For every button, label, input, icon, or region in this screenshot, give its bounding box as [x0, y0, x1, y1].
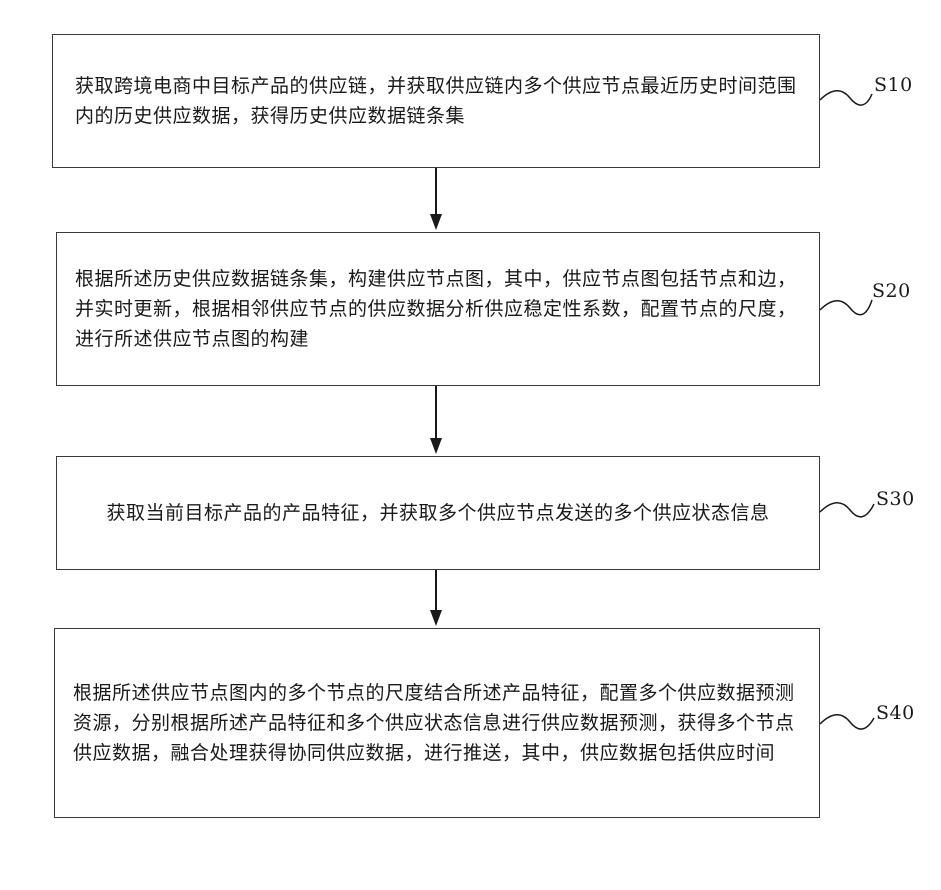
- arrow-s30-to-s40: [430, 570, 442, 626]
- leader-line-s20: [820, 300, 872, 315]
- step-label-s40: S40: [876, 702, 915, 724]
- leader-line-s30: [820, 503, 874, 517]
- step-label-s10: S10: [874, 74, 913, 96]
- leader-line-s40: [820, 715, 874, 729]
- arrow-s20-to-s30: [430, 386, 442, 454]
- leader-line-s10: [820, 91, 872, 105]
- step-label-s30: S30: [876, 488, 915, 510]
- step-label-s20: S20: [872, 280, 911, 302]
- arrow-s10-to-s20: [430, 168, 442, 230]
